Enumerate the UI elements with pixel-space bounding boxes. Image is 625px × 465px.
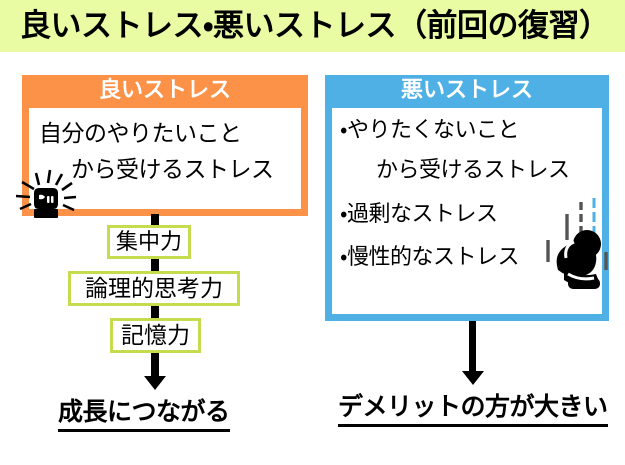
page-title: 良いストレス・悪いストレス（前回の復習） xyxy=(20,8,610,44)
bad-stress-line-1: ・やりたくないこと xyxy=(340,118,519,143)
bad-stress-line-2: から受けるストレス xyxy=(376,158,570,183)
fist-icon xyxy=(6,163,84,225)
benefits-flow-arrow-head xyxy=(144,376,166,390)
crouching-person-icon xyxy=(534,196,614,304)
benefit-chip-memory: 記憶力 xyxy=(110,318,201,353)
good-stress-box: 良いストレス 自分のやりたいこと から受けるストレス xyxy=(22,75,308,216)
good-stress-body: 自分のやりたいこと から受けるストレス xyxy=(29,108,301,209)
bad-stress-line-3: ・過剰なストレス xyxy=(340,202,498,227)
bad-stress-box: 悪いストレス ・やりたくないこと から受けるストレス ・過剰なストレス ・慢性的… xyxy=(325,75,609,321)
demerit-arrow-stem xyxy=(469,321,476,374)
conclusion-demerit: デメリットの方が大きい xyxy=(338,387,608,427)
bad-stress-body: ・やりたくないこと から受けるストレス ・過剰なストレス ・慢性的なストレス xyxy=(332,108,602,314)
title-band: 良いストレス・悪いストレス（前回の復習） xyxy=(0,0,625,52)
bad-stress-line-4: ・慢性的なストレス xyxy=(340,245,519,270)
conclusion-growth: 成長につながる xyxy=(58,392,230,432)
good-stress-header: 良いストレス xyxy=(98,78,231,103)
bad-stress-header: 悪いストレス xyxy=(400,78,533,103)
good-stress-line-2: から受けるストレス xyxy=(71,157,274,183)
benefit-chip-concentration: 集中力 xyxy=(107,225,191,259)
benefit-chip-logical-thinking: 論理的思考力 xyxy=(68,271,240,306)
demerit-arrow-head xyxy=(462,371,484,385)
good-stress-line-1: 自分のやりたいこと xyxy=(39,121,242,147)
